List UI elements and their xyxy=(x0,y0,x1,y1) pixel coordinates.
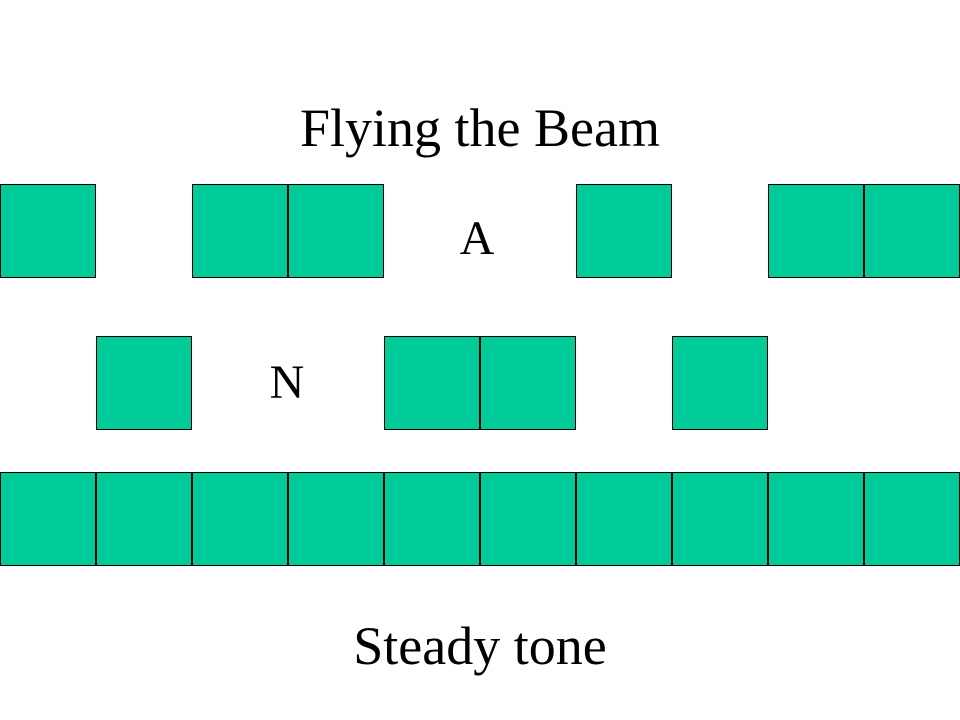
n-letter: N xyxy=(269,356,305,409)
a-tone-block xyxy=(576,184,672,278)
a-tone-block xyxy=(768,184,864,278)
a-letter: A xyxy=(459,212,495,265)
a-tone-block xyxy=(288,184,384,278)
steady-tone-caption: Steady tone xyxy=(353,616,607,676)
a-tone-block xyxy=(864,184,960,278)
n-tone-block xyxy=(480,336,576,430)
steady-tone-block xyxy=(384,472,480,566)
slide-title: Flying the Beam xyxy=(300,98,660,158)
n-tone-block xyxy=(96,336,192,430)
n-tone-block xyxy=(672,336,768,430)
steady-tone-block xyxy=(768,472,864,566)
steady-tone-block xyxy=(192,472,288,566)
a-tone-block xyxy=(0,184,96,278)
steady-tone-block xyxy=(576,472,672,566)
steady-tone-block xyxy=(864,472,960,566)
a-tone-block xyxy=(192,184,288,278)
steady-tone-block xyxy=(96,472,192,566)
steady-tone-block xyxy=(288,472,384,566)
a-signal-row xyxy=(0,184,960,280)
steady-tone-row xyxy=(0,472,960,568)
steady-tone-block xyxy=(0,472,96,566)
steady-tone-block xyxy=(480,472,576,566)
steady-tone-block xyxy=(672,472,768,566)
n-tone-block xyxy=(384,336,480,430)
n-signal-row xyxy=(0,336,960,432)
